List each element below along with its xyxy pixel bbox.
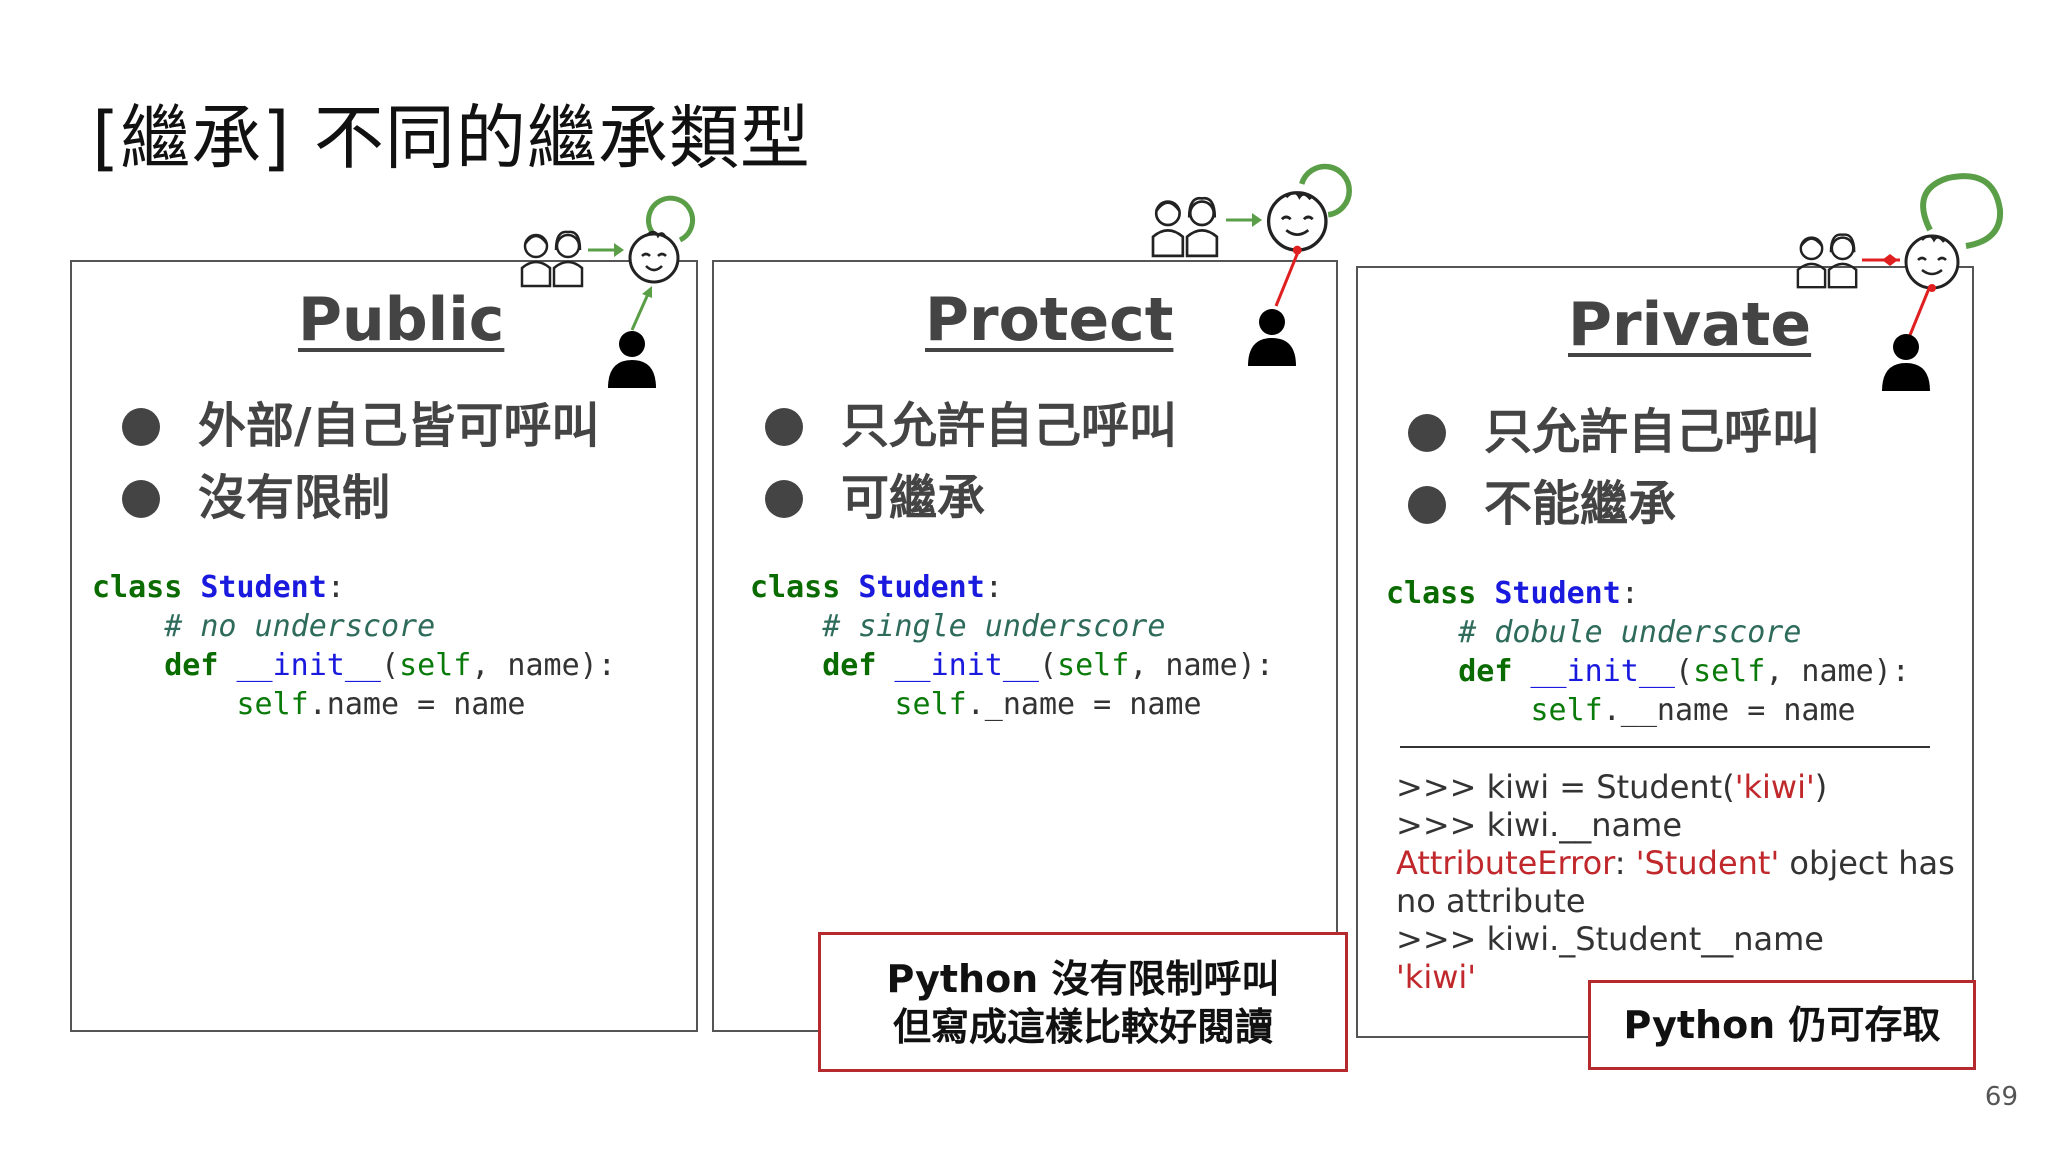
blocked-inherit-icon (1862, 254, 1900, 266)
protect-bullets: 只允許自己呼叫 可繼承 (765, 390, 1177, 534)
bullet-dot (765, 480, 803, 518)
blocked-link-icon (1906, 285, 1932, 341)
protect-code-block: class Student: # single underscore def _… (750, 570, 1274, 722)
public-bullets: 外部/自己皆可呼叫 沒有限制 (122, 390, 600, 534)
private-callout: Python 仍可存取 (1588, 980, 1976, 1070)
bullet-item: 沒有限制 (122, 462, 600, 534)
bullet-item: 不能繼承 (1408, 468, 1820, 540)
bullet-dot (122, 480, 160, 518)
access-arrow-icon (630, 286, 652, 331)
repl-line: no attribute (1396, 882, 1586, 920)
public-heading: Public (298, 285, 505, 355)
bullet-item: 外部/自己皆可呼叫 (122, 390, 600, 462)
baby-icon (1904, 173, 2004, 292)
bullet-item: 只允許自己呼叫 (765, 390, 1177, 462)
baby-icon (628, 195, 695, 284)
repl-line: 'kiwi' (1396, 958, 1477, 996)
person-icon (1882, 334, 1930, 391)
public-code-block: class Student: # no underscore def __ini… (92, 570, 616, 722)
bullet-item: 只允許自己呼叫 (1408, 396, 1820, 468)
repl-line: >>> kiwi.__name (1396, 806, 1683, 844)
page-number: 69 (1984, 1082, 2018, 1112)
baby-icon (1266, 163, 1352, 255)
bullet-dot (122, 408, 160, 446)
repl-line: AttributeError: 'Student' object has (1396, 844, 1955, 882)
protect-panel (712, 260, 1338, 1032)
protect-callout: Python 沒有限制呼叫 但寫成這樣比較好閱讀 (818, 932, 1348, 1072)
code-separator (1400, 746, 1930, 748)
slide-title: [繼承] 不同的繼承類型 (92, 97, 811, 179)
private-heading: Private (1568, 290, 1812, 360)
inherit-arrow-icon (588, 243, 624, 257)
public-panel (70, 260, 698, 1032)
parents-icon (1796, 233, 1858, 289)
parents-icon (520, 230, 584, 288)
parents-icon (1151, 196, 1219, 258)
blocked-link-icon (1274, 251, 1300, 307)
bullet-item: 可繼承 (765, 462, 1177, 534)
private-code-block: class Student: # dobule underscore def _… (1386, 576, 1910, 728)
bullet-dot (1408, 486, 1446, 524)
person-icon (1248, 309, 1296, 366)
python-repl-output: >>> kiwi = Student('kiwi') >>> kiwi.__na… (1396, 768, 1955, 996)
person-icon (608, 331, 656, 388)
repl-line: >>> kiwi = Student('kiwi') (1396, 768, 1828, 806)
bullet-dot (1408, 414, 1446, 452)
bullet-dot (765, 408, 803, 446)
protect-heading: Protect (925, 285, 1174, 355)
inherit-arrow-icon (1226, 213, 1262, 227)
private-bullets: 只允許自己呼叫 不能繼承 (1408, 396, 1820, 540)
private-panel (1356, 266, 1974, 1038)
repl-line: >>> kiwi._Student__name (1396, 920, 1824, 958)
